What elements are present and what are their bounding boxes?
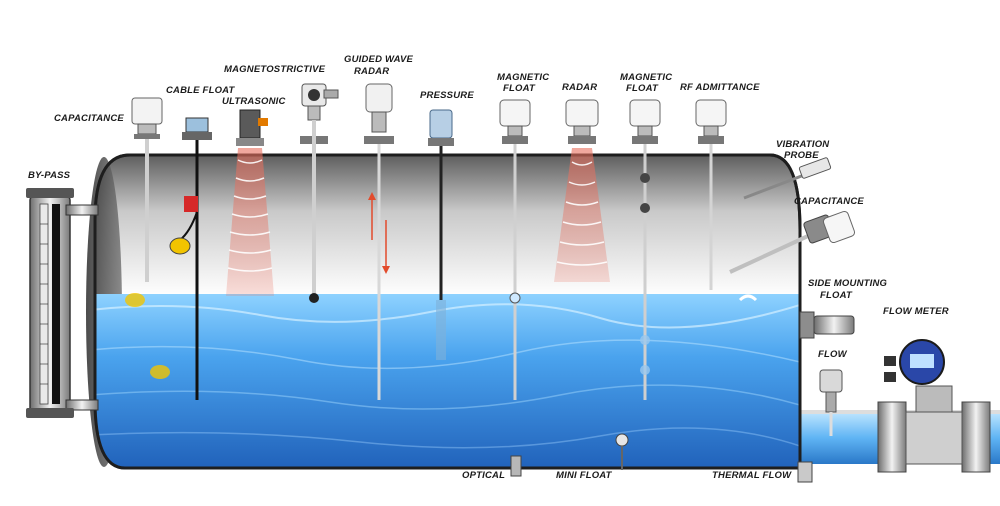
rf-admittance-sensor xyxy=(695,99,727,290)
radar-sensor xyxy=(554,99,610,282)
magnetic-float-sensor-2 xyxy=(629,99,661,400)
label-ultrasonic: ULTRASONIC xyxy=(222,96,286,107)
optical-sensor xyxy=(510,455,522,477)
label-bypass: BY-PASS xyxy=(28,170,71,181)
side-mounting-float-sensor xyxy=(738,294,855,339)
label-capacitance-top: CAPACITANCE xyxy=(54,113,124,124)
mini-float-sensor xyxy=(615,433,629,470)
cable-float-sensor xyxy=(125,117,212,400)
magnetic-float-sensor-1 xyxy=(499,99,531,400)
magnetostrictive-sensor xyxy=(300,83,339,303)
pressure-sensor xyxy=(428,109,454,360)
labels: BY-PASS CAPACITANCE CABLE FLOAT MAGNETOS… xyxy=(28,54,949,481)
capacitance-side-sensor xyxy=(729,210,856,274)
flow-meter xyxy=(877,339,991,473)
label-side-mounting: SIDE MOUNTING xyxy=(808,278,888,289)
label-magnetic-float-1-top: MAGNETIC xyxy=(497,72,549,83)
label-mini-float: MINI FLOAT xyxy=(556,470,613,481)
liquid xyxy=(95,294,800,468)
vibration-probe-sensor xyxy=(743,157,832,200)
label-side-mounting-float: FLOAT xyxy=(820,290,853,301)
label-guided-wave-radar: RADAR xyxy=(354,66,389,77)
label-cable-float: CABLE FLOAT xyxy=(166,85,236,96)
guided-wave-radar-sensor xyxy=(364,83,394,400)
ultrasonic-sensor xyxy=(226,109,274,296)
label-vibration-probe: PROBE xyxy=(784,150,819,161)
tank xyxy=(86,153,802,470)
label-guided-wave: GUIDED WAVE xyxy=(344,54,414,65)
capacitance-top-sensor xyxy=(131,97,163,282)
label-pressure: PRESSURE xyxy=(420,90,474,101)
label-magnetic-float-2-top: MAGNETIC xyxy=(620,72,672,83)
label-magnetostrictive: MAGNETOSTRICTIVE xyxy=(224,64,326,75)
flow-sensor xyxy=(819,369,843,436)
label-optical: OPTICAL xyxy=(462,470,505,481)
label-rf-admittance: RF ADMITTANCE xyxy=(680,82,760,93)
label-capacitance-side: CAPACITANCE xyxy=(794,196,864,207)
thermal-flow-sensor xyxy=(797,461,813,483)
label-flow-meter: FLOW METER xyxy=(883,306,949,317)
label-vibration: VIBRATION xyxy=(776,139,830,150)
label-radar: RADAR xyxy=(562,82,597,93)
bypass-gauge xyxy=(26,188,99,418)
label-magnetic-float-2-bottom: FLOAT xyxy=(626,83,659,94)
label-flow: FLOW xyxy=(818,349,848,360)
label-thermal-flow: THERMAL FLOW xyxy=(712,470,792,481)
label-magnetic-float-1-bottom: FLOAT xyxy=(503,83,536,94)
